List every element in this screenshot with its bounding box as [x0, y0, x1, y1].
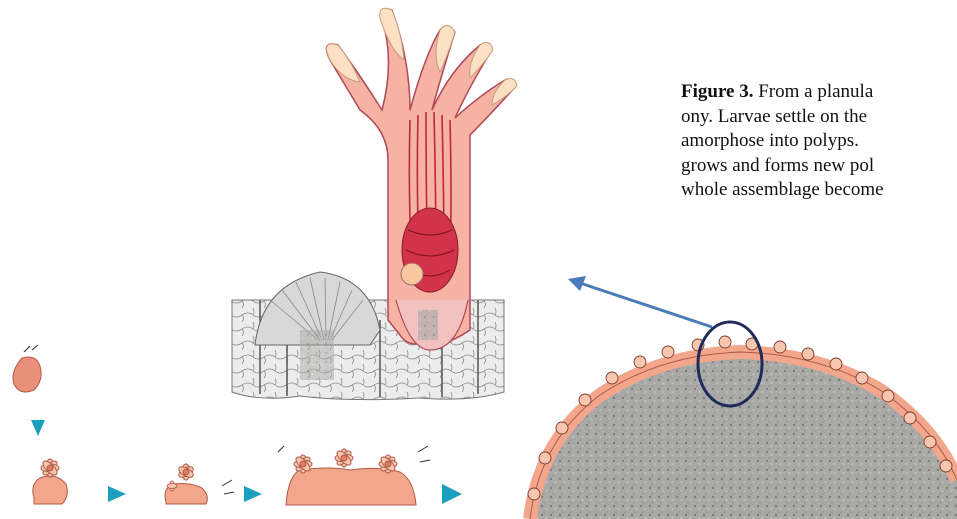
planula-larva [13, 345, 41, 392]
polyp-cross-section [232, 8, 517, 399]
caption-line-4: grows and forms new pol [681, 154, 957, 179]
mature-colony [528, 322, 957, 519]
caption-line-3: amorphose into polyps. [681, 129, 957, 154]
budding-polyp [165, 464, 234, 504]
settled-polyp [33, 459, 67, 504]
pointer-arrow [568, 276, 712, 327]
figure-caption: Figure 3. From a planula ony. Larvae set… [681, 80, 957, 203]
figure-label: Figure 3. [681, 81, 753, 102]
caption-line-2: ony. Larvae settle on the [681, 105, 957, 130]
caption-line-1: From a planula [758, 81, 873, 102]
caption-line-5: whole assemblage become [681, 178, 957, 203]
young-colony [278, 446, 430, 505]
